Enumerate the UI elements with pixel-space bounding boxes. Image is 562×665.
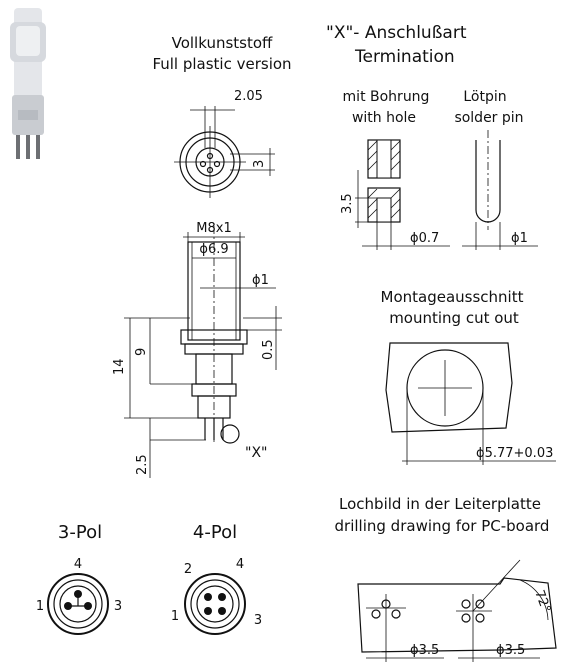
with-hole-label-de: mit Bohrung [343,89,430,105]
solder-pin-label-en: solder pin [454,110,523,126]
connector-photo [10,8,46,159]
solder-pin-drawing [462,130,538,250]
four-pol-pin-1: 1 [171,609,179,624]
dim-thread: M8x1 [196,221,231,236]
mounting-title-en: mounting cut out [389,309,519,327]
dim-hole-diameter: ϕ0.7 [410,231,439,246]
dim-cutout-diameter: ϕ5.77+0.03 [476,446,553,461]
three-pol-pin-1: 1 [36,599,44,614]
dim-top-width: 2.05 [234,89,263,104]
four-pol-label: 4-Pol [193,522,237,543]
dim-length-9: 9 [134,348,149,356]
mounting-title-de: Montageausschnitt [381,288,524,306]
three-pol-label: 3-Pol [58,522,102,543]
four-pol-pin-2: 2 [184,562,192,577]
three-pol-pin-3: 3 [114,599,122,614]
termination-marker: "X" [245,445,267,461]
dim-pin-diameter: ϕ1 [511,231,528,246]
four-pol-diagram [184,573,246,635]
dim-small-diameter: ϕ1 [252,273,269,288]
dim-body-diameter: ϕ6.9 [199,242,228,257]
solder-pin-label-de: Lötpin [463,89,506,105]
dim-top-height: 3 [252,160,267,168]
top-view-drawing [174,106,275,198]
mounting-cutout-drawing [385,342,556,465]
drilling-title-en: drilling drawing for PC-board [335,517,550,535]
full-plastic-title-en: Full plastic version [152,55,291,73]
termination-title-de: "X"- Anschlußart [326,23,467,43]
dim-length-14: 14 [112,358,127,375]
termination-title-en: Termination [354,47,455,67]
dim-hole-length: 3.5 [340,193,355,214]
dim-angle: 72° [531,588,553,615]
dim-length-25: 2.5 [135,454,150,475]
drilling-title-de: Lochbild in der Leiterplatte [339,495,541,513]
drilling-drawing [357,559,557,662]
side-view-drawing [124,226,282,478]
with-hole-label-en: with hole [352,110,416,126]
dim-length-05: 0.5 [261,339,276,360]
four-pol-pin-4: 4 [236,557,244,572]
three-pol-pin-4: 4 [74,557,82,572]
dim-pitch-right: ϕ3.5 [496,643,525,658]
four-pol-pin-3: 3 [254,613,262,628]
full-plastic-title-de: Vollkunststoff [172,34,273,52]
dim-pitch-left: ϕ3.5 [410,643,439,658]
hole-termination-drawing [355,139,450,250]
three-pol-diagram [47,573,109,635]
